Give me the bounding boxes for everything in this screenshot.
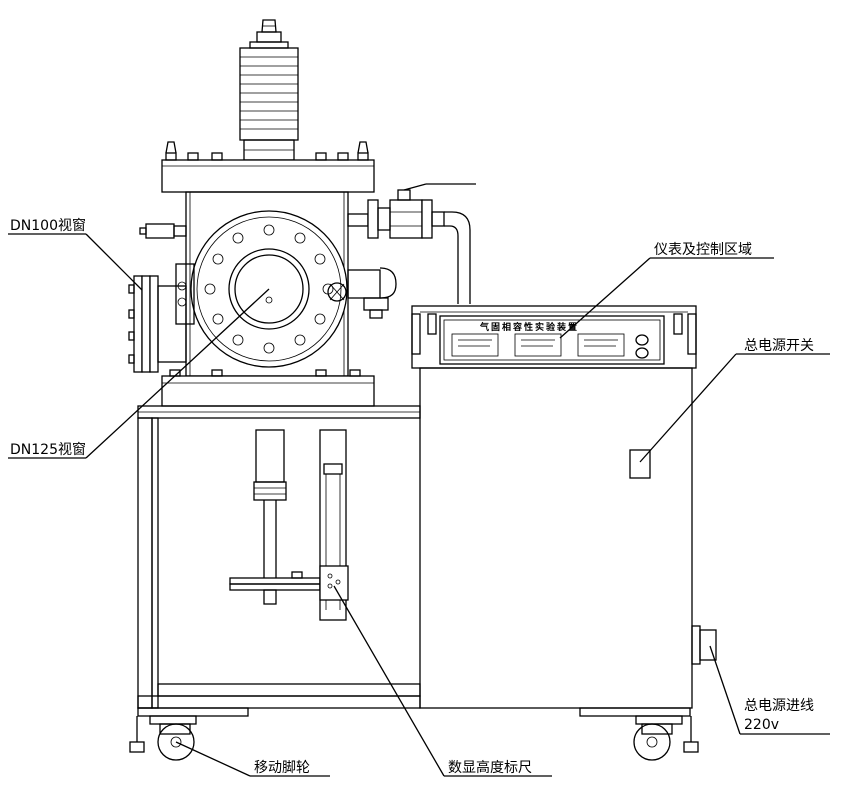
caster-wheel-right: [633, 715, 699, 761]
gas-valve-and-pipe: [347, 183, 476, 304]
right-port-fitting: [327, 267, 397, 319]
left-valve-fitting: [139, 223, 195, 325]
sample-lift-rod: [229, 429, 321, 605]
label-main-power-inlet: 总电源进线: [744, 698, 814, 714]
label-dn125-window: DN125视窗: [10, 441, 86, 458]
leader-lines: [8, 233, 830, 777]
panel-title: 气固相容性实验装置: [479, 321, 579, 333]
bottom-flange: [161, 369, 375, 407]
caster-wheel-left: [129, 715, 197, 761]
label-digital-height-ruler: 数显高度标尺: [448, 759, 532, 776]
label-instrument-control-area: 仪表及控制区域: [654, 242, 752, 258]
dn100-viewport: [128, 275, 187, 373]
top-insulator-bushing: [239, 19, 299, 161]
label-caster-wheels: 移动脚轮: [254, 760, 310, 776]
label-dn100-window: DN100视窗: [10, 217, 86, 234]
instrument-cabinet: [411, 305, 717, 717]
top-flange: [161, 141, 375, 193]
label-voltage: 220v: [744, 717, 779, 733]
label-main-power-switch: 总电源开关: [744, 338, 814, 354]
support-frame: [137, 405, 421, 717]
digital-height-ruler-device: [319, 429, 349, 621]
